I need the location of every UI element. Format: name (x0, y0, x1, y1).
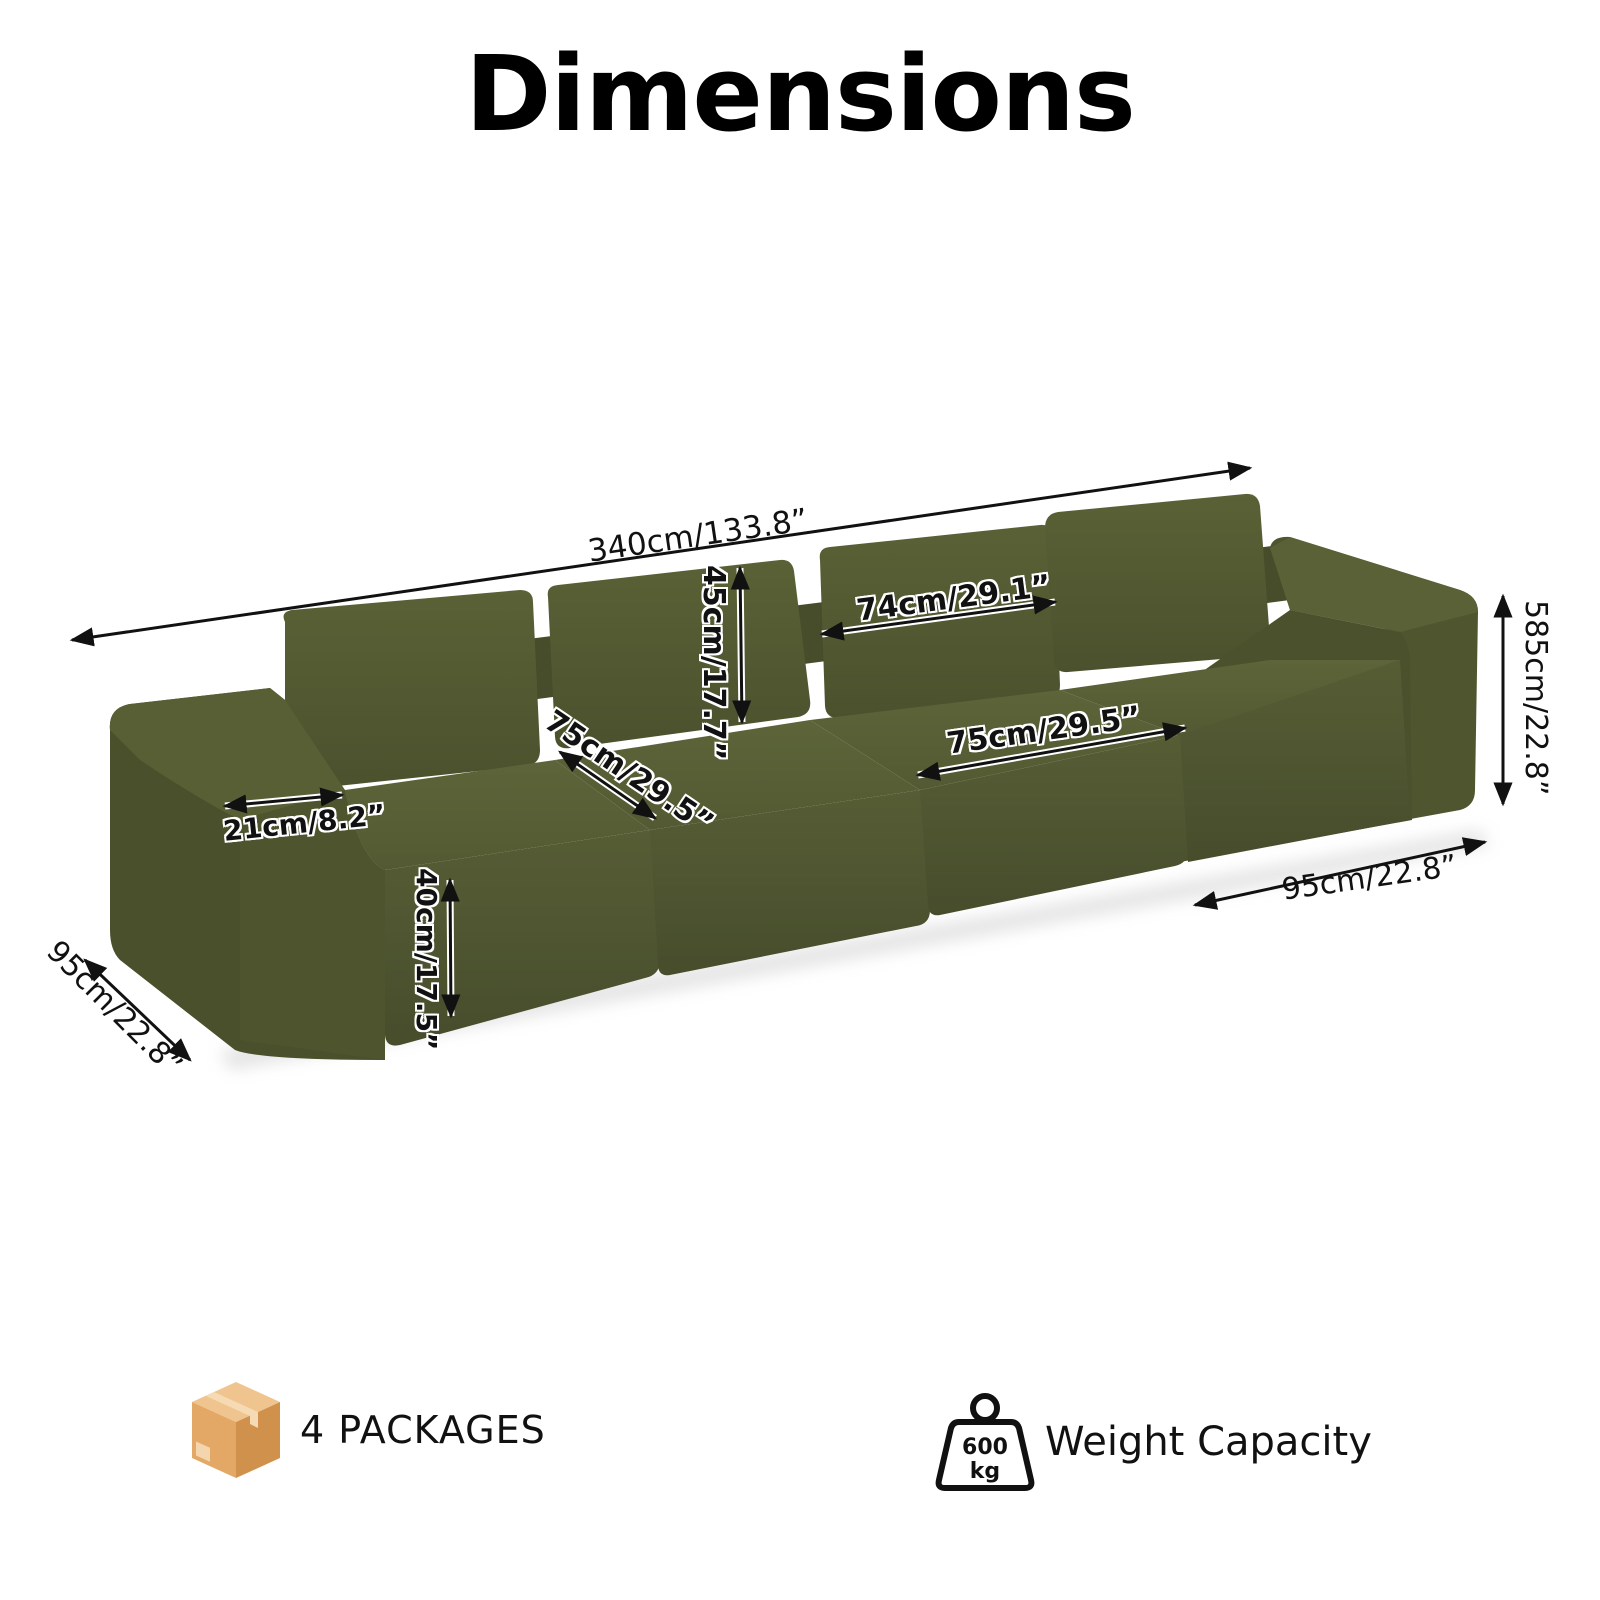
back-cushion-4 (1045, 493, 1271, 673)
dim-line-depth-right (1192, 837, 1488, 910)
page-title: Dimensions (465, 33, 1136, 155)
seat-front-2 (650, 790, 930, 976)
weight-icon-unit: kg (970, 1459, 1000, 1484)
label-seat-height: 40cm/17.5” (410, 868, 443, 1051)
back-cushion-3 (819, 524, 1060, 719)
weight-capacity-label: Weight Capacity (1045, 1419, 1372, 1465)
packages-info: 4 PACKAGES (188, 1380, 546, 1480)
label-total-height: 585cm/22.8” (1518, 600, 1553, 796)
weight-icon-value: 600 (962, 1435, 1008, 1460)
label-backrest-height: 45cm/17.7” (696, 565, 731, 761)
dim-line-total-length (69, 461, 1253, 647)
seat-front-4 (1180, 660, 1410, 862)
floor-shadow (220, 830, 1490, 1070)
back-cushion-2 (547, 559, 811, 749)
dim-line-depth-left (83, 958, 192, 1062)
seat-top-4 (1060, 660, 1400, 735)
weight-icon: 600 kg (935, 1393, 1035, 1491)
box-icon (192, 1382, 280, 1478)
packages-label: 4 PACKAGES (300, 1408, 546, 1452)
weight-capacity-info: 600 kg Weight Capacity (935, 1392, 1372, 1492)
